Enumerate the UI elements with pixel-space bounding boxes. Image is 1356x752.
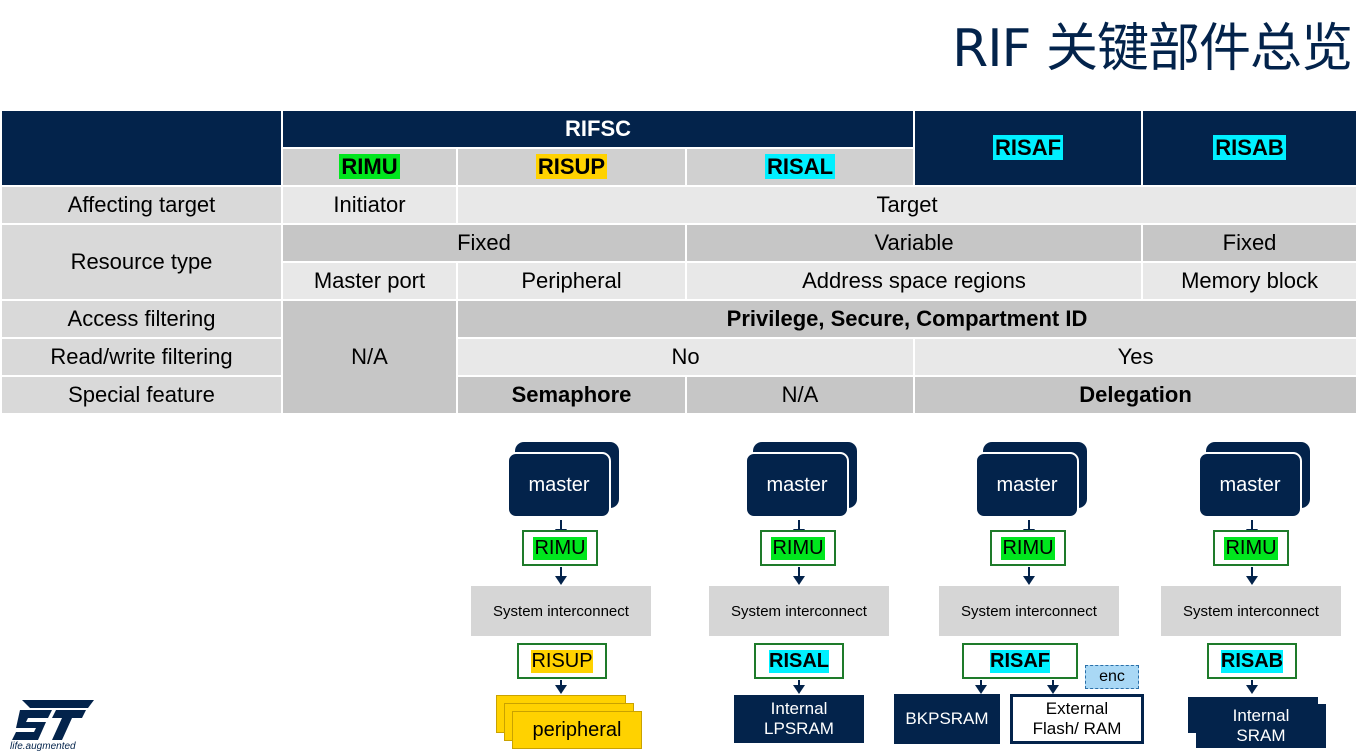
cell-fixed-1: Fixed bbox=[281, 223, 687, 263]
master-block: master bbox=[975, 452, 1079, 518]
arrow bbox=[1246, 520, 1258, 538]
master-block: master bbox=[1198, 452, 1302, 518]
row-label-access-filtering: Access filtering bbox=[0, 299, 283, 339]
system-interconnect: System interconnect bbox=[709, 586, 889, 636]
row-label-rw-filtering: Read/write filtering bbox=[0, 337, 283, 377]
rimu-box: RIMU bbox=[760, 530, 836, 566]
rimu-box: RIMU bbox=[1213, 530, 1289, 566]
risal-label: RISAL bbox=[765, 154, 836, 179]
arrow bbox=[793, 680, 805, 694]
row-label-affecting-target: Affecting target bbox=[0, 185, 283, 225]
master-stack-3: master bbox=[975, 442, 1087, 520]
cell-initiator: Initiator bbox=[281, 185, 458, 225]
arrow bbox=[1047, 680, 1059, 694]
row-label-resource-type: Resource type bbox=[0, 223, 283, 301]
risaf-box: RISAF bbox=[962, 643, 1078, 679]
arrow bbox=[975, 680, 987, 694]
system-interconnect: System interconnect bbox=[471, 586, 651, 636]
cell-semaphore: Semaphore bbox=[456, 375, 687, 415]
cell-rw-no: No bbox=[455, 337, 916, 377]
cell-special-na: N/A bbox=[684, 375, 916, 415]
cell-master-port: Master port bbox=[281, 261, 458, 301]
risaf-label: RISAF bbox=[993, 135, 1064, 160]
header-rifsc: RIFSC bbox=[280, 109, 916, 149]
rimu-label: RIMU bbox=[339, 154, 400, 179]
master-block: master bbox=[507, 452, 611, 518]
risab-box: RISAB bbox=[1207, 643, 1297, 679]
header-risaf: RISAF bbox=[913, 109, 1144, 187]
master-stack-4: master bbox=[1198, 442, 1310, 520]
cell-delegation: Delegation bbox=[913, 375, 1356, 415]
arrow bbox=[1023, 520, 1035, 538]
cell-target: Target bbox=[455, 185, 1356, 225]
rimu-box: RIMU bbox=[990, 530, 1066, 566]
system-interconnect: System interconnect bbox=[1161, 586, 1341, 636]
st-logo-icon bbox=[12, 700, 94, 740]
cell-variable: Variable bbox=[684, 223, 1144, 263]
master-stack-1: master bbox=[507, 442, 619, 520]
master-block: master bbox=[745, 452, 849, 518]
table-corner-cell bbox=[0, 109, 283, 187]
cell-fixed-2: Fixed bbox=[1141, 223, 1356, 263]
arrow bbox=[555, 520, 567, 538]
cell-address-space: Address space regions bbox=[684, 261, 1144, 301]
risup-box: RISUP bbox=[517, 643, 607, 679]
peripheral-block: peripheral bbox=[512, 711, 642, 749]
arrow bbox=[555, 567, 567, 585]
rimu-box: RIMU bbox=[522, 530, 598, 566]
arrow bbox=[555, 680, 567, 694]
cell-rw-yes: Yes bbox=[913, 337, 1356, 377]
arrow bbox=[793, 520, 805, 538]
risal-box: RISAL bbox=[754, 643, 844, 679]
risab-label: RISAB bbox=[1213, 135, 1286, 160]
header-risup: RISUP bbox=[456, 147, 687, 187]
header-rimu: RIMU bbox=[281, 147, 458, 187]
header-risal: RISAL bbox=[684, 147, 916, 187]
arrow bbox=[1246, 567, 1258, 585]
page-title: RIF 关键部件总览 bbox=[952, 19, 1353, 79]
master-stack-2: master bbox=[745, 442, 857, 520]
cell-access-filtering: Privilege, Secure, Compartment ID bbox=[455, 299, 1356, 339]
cell-na-rimu: N/A bbox=[281, 299, 458, 415]
cell-peripheral: Peripheral bbox=[456, 261, 687, 301]
header-risab: RISAB bbox=[1141, 109, 1356, 187]
arrow bbox=[1023, 567, 1035, 585]
bkpsram-block: BKPSRAM bbox=[894, 694, 1000, 744]
arrow bbox=[1246, 680, 1258, 694]
arrow bbox=[793, 567, 805, 585]
cell-memory-block: Memory block bbox=[1141, 261, 1356, 301]
risup-label: RISUP bbox=[535, 154, 608, 179]
row-label-special-feature: Special feature bbox=[0, 375, 283, 415]
system-interconnect: System interconnect bbox=[939, 586, 1119, 636]
rif-comparison-table: RIFSC RISAF RISAB RIMU RISUP RISAL Affec… bbox=[0, 109, 1356, 415]
enc-tag: enc bbox=[1085, 665, 1139, 689]
brand-tagline: life.augmented bbox=[10, 741, 76, 752]
